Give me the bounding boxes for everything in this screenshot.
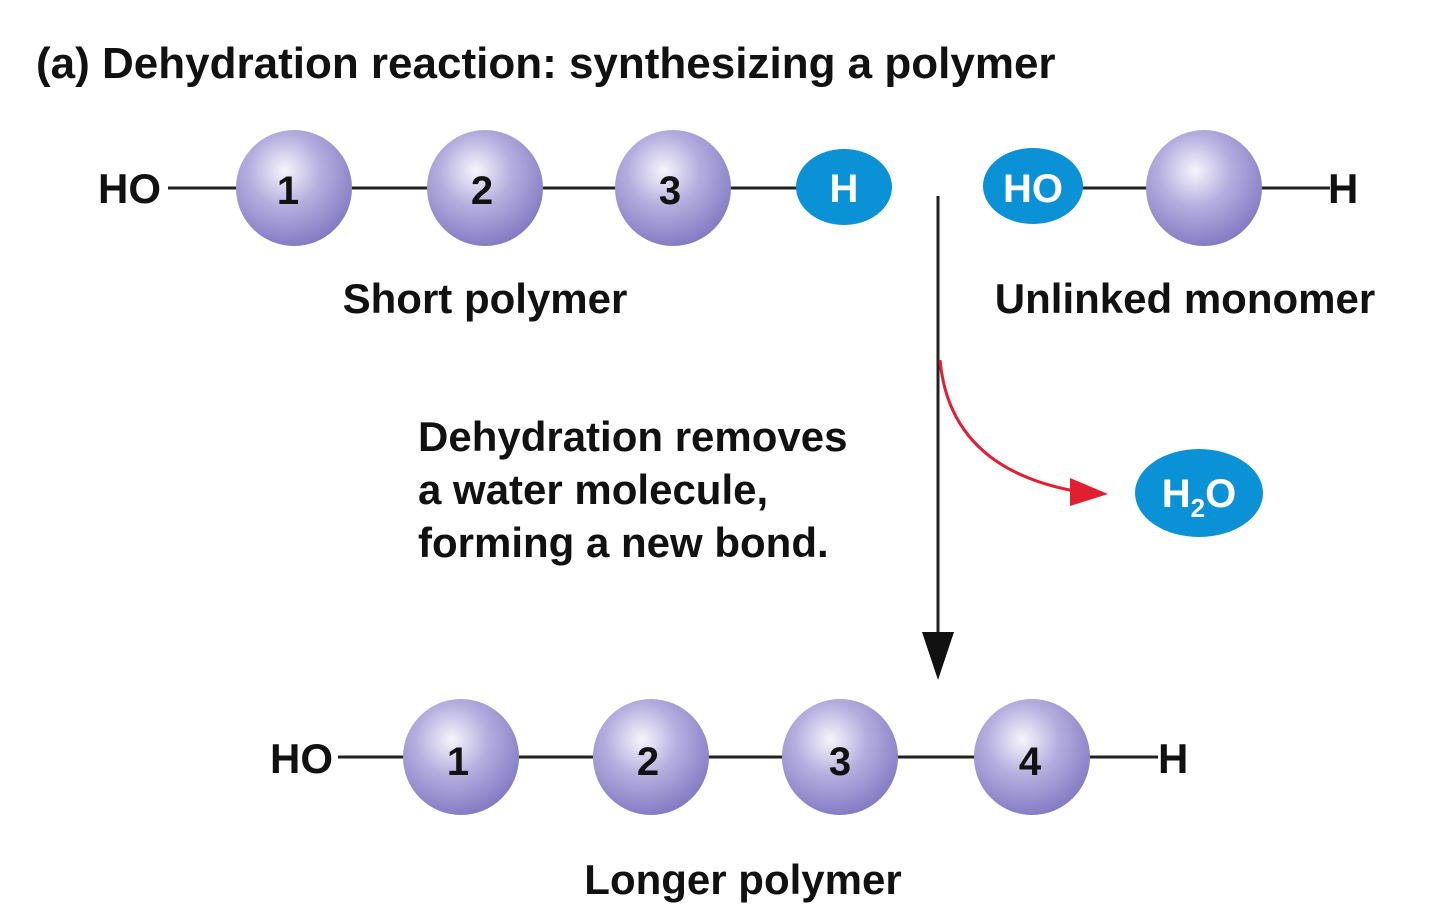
caption-line-2: a water molecule,: [418, 466, 768, 513]
monomer-1: [236, 130, 352, 246]
short-polymer-ho: HO: [98, 165, 161, 212]
unlinked-monomer-h: H: [1328, 165, 1358, 212]
diagram-title: (a) Dehydration reaction: synthesizing a…: [36, 39, 1056, 88]
hydrogen-oval: [796, 149, 892, 225]
longer-monomer-2: [593, 699, 709, 815]
reaction-arrow: [922, 196, 954, 680]
unlinked-monomer-sphere: [1146, 130, 1262, 246]
longer-monomer-2-label: 2: [637, 740, 659, 784]
longer-polymer-label: Longer polymer: [584, 856, 901, 903]
hydrogen-label: H: [830, 167, 859, 211]
hydroxyl-label: HO: [1003, 167, 1063, 211]
caption-line-3: forming a new bond.: [418, 519, 829, 566]
short-polymer-label: Short polymer: [343, 275, 628, 322]
monomer-3-label: 3: [659, 169, 681, 213]
longer-polymer-ho: HO: [270, 735, 333, 782]
longer-monomer-4-label: 4: [1019, 740, 1042, 784]
longer-polymer-h: H: [1158, 735, 1188, 782]
longer-polymer: HO 1 2 3 4 H Longer polymer: [270, 699, 1188, 903]
unlinked-monomer: HO H Unlinked monomer: [983, 130, 1375, 322]
longer-monomer-3: [782, 699, 898, 815]
monomer-2: [427, 130, 543, 246]
water-label: H2O: [1162, 472, 1236, 523]
water-arrow-curve: [938, 359, 1081, 494]
water-molecule: H2O: [1135, 449, 1263, 537]
unlinked-monomer-label: Unlinked monomer: [995, 275, 1375, 322]
monomer-3: [615, 130, 731, 246]
caption-line-1: Dehydration removes: [418, 413, 847, 460]
monomer-1-label: 1: [277, 169, 299, 213]
longer-monomer-1: [403, 699, 519, 815]
reaction-caption: Dehydration removes a water molecule, fo…: [418, 413, 847, 566]
longer-monomer-4: [974, 699, 1090, 815]
water-release-arrow: [938, 359, 1108, 506]
longer-monomer-3-label: 3: [829, 740, 851, 784]
monomer-2-label: 2: [471, 169, 493, 213]
water-h: H: [1162, 472, 1191, 516]
reaction-arrow-head: [922, 632, 954, 680]
water-o: O: [1205, 472, 1236, 516]
hydroxyl-oval: [983, 148, 1083, 224]
water-subscript: 2: [1191, 493, 1205, 523]
water-oval: [1135, 449, 1263, 537]
longer-monomer-1-label: 1: [447, 740, 469, 784]
short-polymer: HO 1 2 3 H Short polymer: [98, 130, 892, 322]
water-arrow-head: [1070, 478, 1108, 506]
